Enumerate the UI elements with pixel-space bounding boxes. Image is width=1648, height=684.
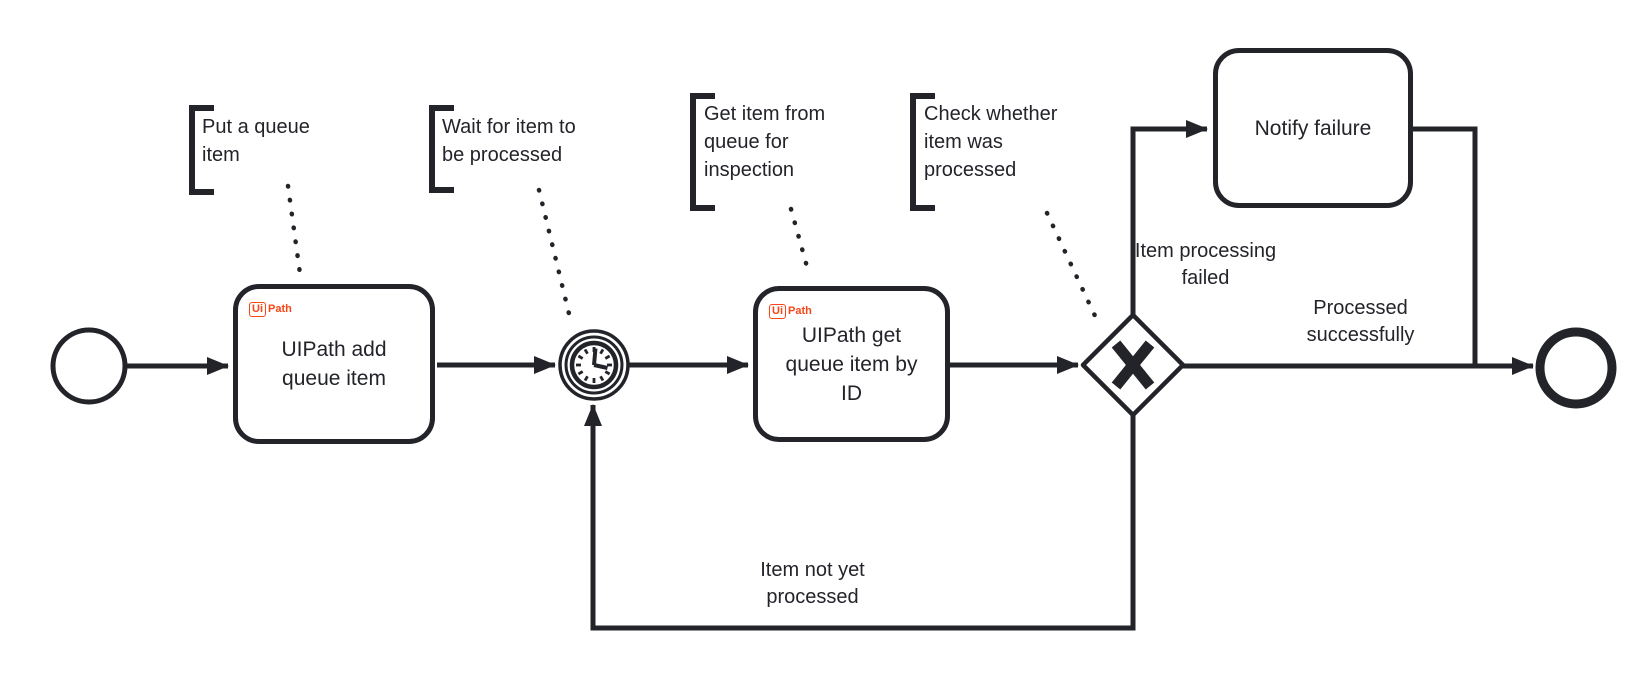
flow-gateway-to-notify-failure — [1130, 120, 1208, 315]
uipath-ui-icon: Ui — [769, 304, 786, 319]
uipath-ui-icon: Ui — [249, 302, 266, 317]
association-annotation-3 — [788, 206, 812, 277]
gateway-x-marker — [1111, 340, 1155, 390]
annotation-bracket-4 — [910, 93, 935, 211]
uipath-path-text: Path — [268, 303, 292, 315]
annotation-bracket-1 — [189, 105, 214, 195]
annotation-get-item-from-queue: Get item from queue for inspection — [704, 103, 826, 181]
association-annotation-1 — [285, 183, 304, 284]
annotation-check-whether-processed: Check whether item was processed — [924, 103, 1058, 181]
uipath-logo: Ui Path — [249, 302, 292, 317]
association-annotation-2 — [536, 187, 574, 325]
edge-label-item-processing-failed: Item processing failed — [1134, 240, 1277, 289]
flow-loop-not-processed — [584, 404, 1136, 631]
exclusive-gateway[interactable] — [1080, 312, 1186, 418]
uipath-logo: Ui Path — [769, 304, 812, 319]
edge-label-item-not-yet-processed: Item not yet processed — [760, 559, 865, 608]
end-event[interactable] — [1535, 327, 1617, 409]
timer-intermediate-event[interactable] — [558, 329, 630, 401]
uipath-path-text: Path — [788, 305, 812, 317]
task-uipath-get-queue-item-by-id[interactable]: Ui Path UIPath get queue item by ID — [753, 286, 950, 442]
task-notify-failure[interactable]: Notify failure — [1213, 48, 1413, 208]
annotation-put-a-queue-item: Put a queue item — [202, 116, 310, 166]
start-event[interactable] — [50, 327, 128, 405]
flow-notify-failure-to-end — [1413, 126, 1478, 364]
task-label: UIPath add queue item — [281, 338, 387, 390]
clock-icon — [569, 340, 619, 390]
association-annotation-4 — [1044, 210, 1099, 321]
annotation-bracket-2 — [429, 105, 454, 193]
task-label: UIPath get queue item by ID — [785, 323, 918, 405]
edge-label-processed-successfully: Processed successfully — [1306, 297, 1415, 346]
annotation-bracket-3 — [690, 93, 715, 211]
annotation-wait-for-item: Wait for item to be processed — [442, 116, 576, 166]
task-uipath-add-queue-item[interactable]: Ui Path UIPath add queue item — [233, 284, 435, 444]
task-label: Notify failure — [1254, 116, 1372, 140]
